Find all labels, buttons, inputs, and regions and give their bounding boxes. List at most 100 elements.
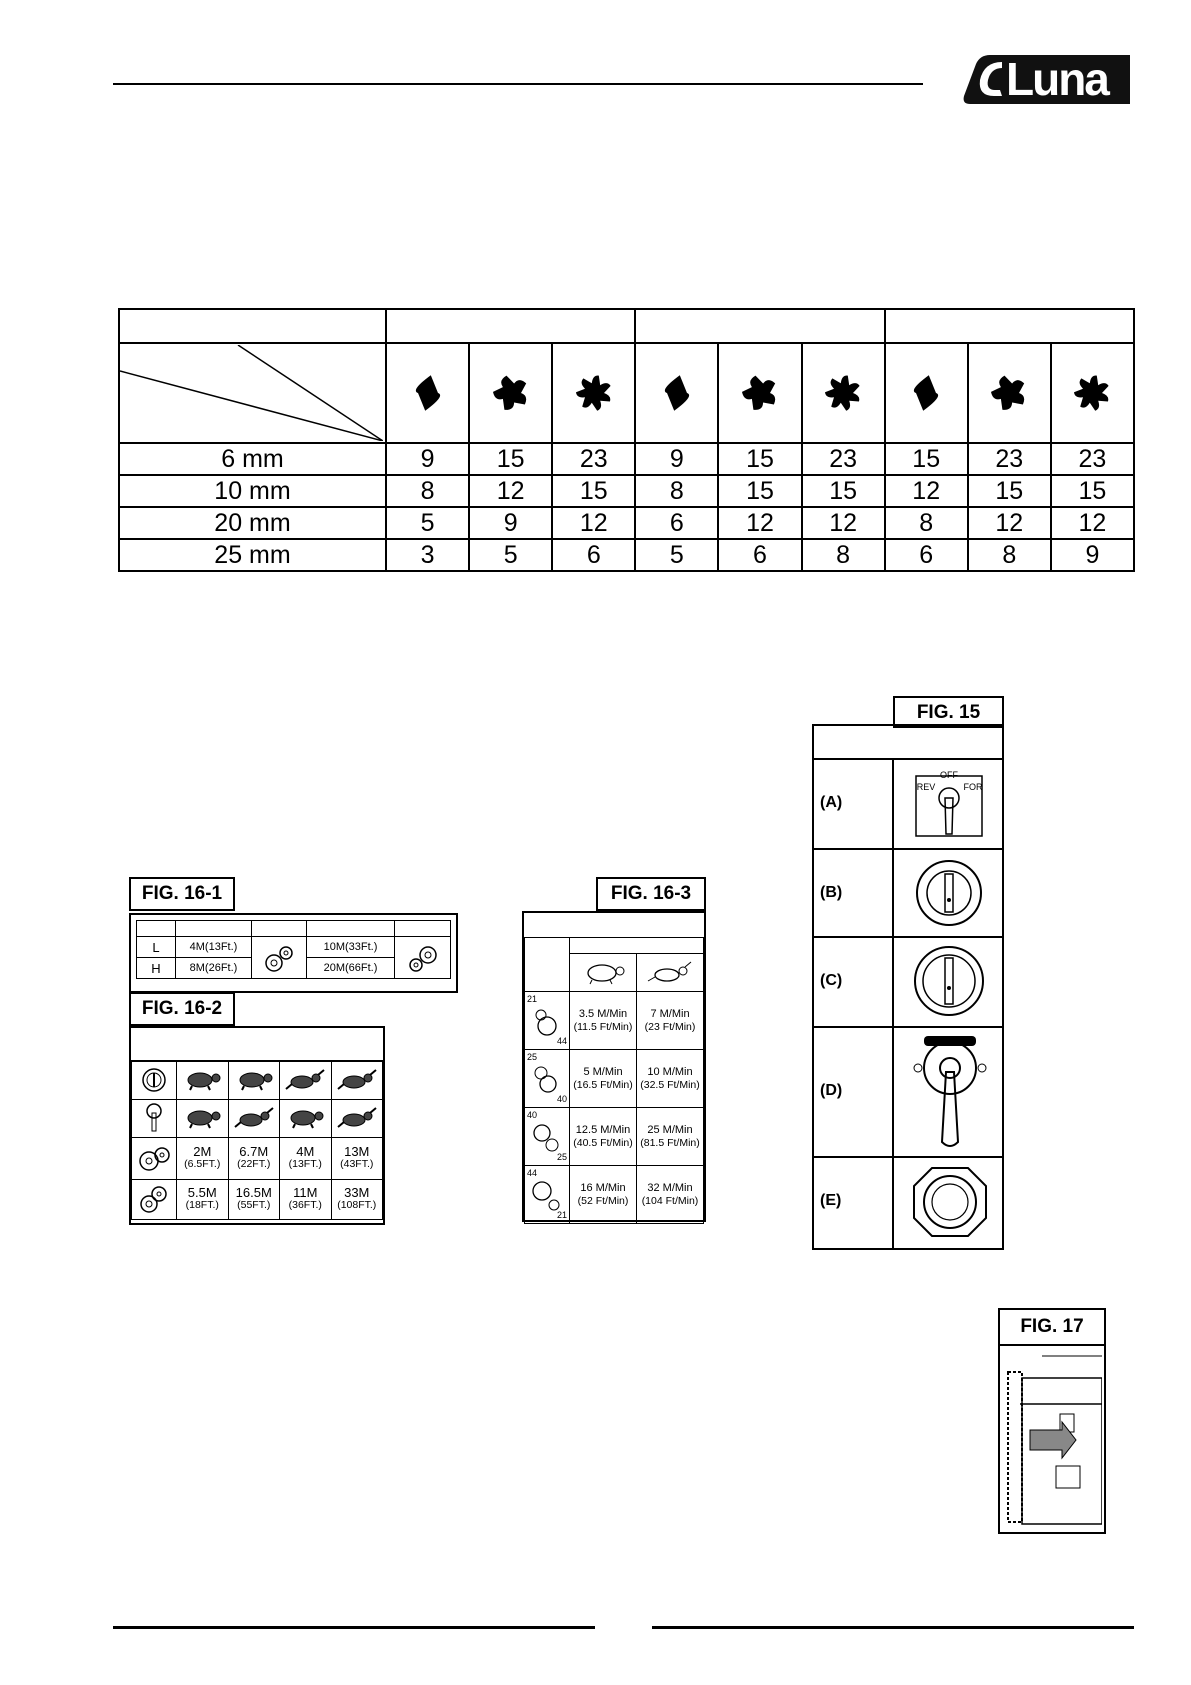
depth-label: 20 mm xyxy=(118,506,387,540)
speed-feet: (13FT.) xyxy=(288,1158,322,1170)
fig15-row: (D) xyxy=(814,1028,1002,1158)
table-cell: 8 xyxy=(883,506,969,540)
gear-pair-icon xyxy=(394,936,451,979)
fast-speed-cell: 10 M/Min(32.5 Ft/Min) xyxy=(636,1049,704,1108)
fig16-1-head-5 xyxy=(394,920,451,937)
fig16-3-label: FIG. 16-3 xyxy=(596,877,706,911)
single-flute-cutter-icon xyxy=(384,342,471,444)
table-cell: 5 xyxy=(384,506,471,540)
speed-feet: (81.5 Ft/Min) xyxy=(640,1136,700,1149)
speed-value: 13M xyxy=(344,1144,370,1159)
table-cell: 12 xyxy=(468,474,554,508)
speed-feet: (32.5 Ft/Min) xyxy=(640,1078,700,1091)
table-cell: 9 xyxy=(468,506,554,540)
table-cell: 23 xyxy=(551,442,637,476)
turtle-icon xyxy=(227,1060,280,1100)
speed-column-header xyxy=(569,937,704,954)
item-label: (B) xyxy=(820,884,843,901)
fast-speed-cell: 7 M/Min(23 Ft/Min) xyxy=(636,991,704,1050)
table-cell: 15 xyxy=(551,474,637,508)
depth-label: 6 mm xyxy=(118,442,387,476)
speed-feet: (11.5 Ft/Min) xyxy=(573,1020,633,1033)
four-flute-cutter-icon xyxy=(717,342,803,444)
speed-value: 2M xyxy=(193,1144,212,1159)
fig16-1-value: 8M(26Ft.) xyxy=(175,957,252,979)
table-cell: 3 xyxy=(384,538,471,572)
lever-icon xyxy=(131,1098,177,1138)
fig16-2-table: 2M(6.5FT.) 6.7M(22FT.) 4M(13FT.) 13M(43F… xyxy=(131,1060,383,1220)
gear-teeth: 44 xyxy=(556,1036,567,1046)
fig16-1-head-3 xyxy=(251,920,307,937)
footer-rule-left xyxy=(113,1626,595,1629)
fig16-1-value: 4M(13Ft.) xyxy=(175,936,252,958)
table-cell: 15 xyxy=(468,442,554,476)
table-cell: 12 xyxy=(1049,506,1136,540)
for-label: FOR xyxy=(964,782,983,792)
diagonal-header-cell xyxy=(118,342,387,444)
fig16-1-head-1 xyxy=(136,920,176,937)
turtle-icon xyxy=(176,1060,229,1100)
table-cell: 12 xyxy=(551,506,637,540)
speed-value: 5 M/Min xyxy=(583,1065,623,1078)
fig16-2-cell: 4M(13FT.) xyxy=(279,1136,332,1180)
fig15-divider xyxy=(892,758,894,1248)
rabbit-icon xyxy=(330,1060,383,1100)
item-label: (A) xyxy=(820,794,843,811)
item-label: (C) xyxy=(820,972,843,989)
speed-feet: (55FT.) xyxy=(237,1199,271,1211)
slow-speed-cell: 5 M/Min(16.5 Ft/Min) xyxy=(569,1049,637,1108)
fig16-2-label: FIG. 16-2 xyxy=(129,992,235,1026)
rabbit-icon xyxy=(279,1060,332,1100)
fig16-2-cell: 6.7M(22FT.) xyxy=(227,1136,280,1180)
gear-teeth: 25 xyxy=(556,1152,567,1162)
table-cell: 15 xyxy=(966,474,1052,508)
single-flute-cutter-icon xyxy=(883,342,969,444)
table-cell: 15 xyxy=(1049,474,1136,508)
speed-value: 16 M/Min xyxy=(580,1181,626,1194)
four-flute-cutter-icon xyxy=(468,342,554,444)
table-cell: 9 xyxy=(1049,538,1136,572)
off-label: OFF xyxy=(940,770,958,780)
speed-feet: (52 Ft/Min) xyxy=(577,1194,629,1207)
gear-teeth: 44 xyxy=(527,1168,538,1178)
rabbit-icon xyxy=(636,953,704,992)
speed-value: 3.5 M/Min xyxy=(578,1007,628,1020)
rabbit-icon xyxy=(330,1098,383,1138)
speed-value: 16.5M xyxy=(235,1185,272,1200)
column-group-2 xyxy=(634,308,886,344)
speed-feet: (104 Ft/Min) xyxy=(641,1194,699,1207)
switch-knob-icon xyxy=(131,1060,177,1100)
fig15-label: FIG. 15 xyxy=(893,696,1004,728)
speed-feet: (43FT.) xyxy=(340,1158,374,1170)
fig16-1-frame: L 4M(13Ft.) 10M(33Ft.) H 8M(26Ft.) 20M(6… xyxy=(129,913,458,993)
table-cell: 12 xyxy=(800,506,886,540)
turtle-icon xyxy=(569,953,637,992)
table-cell: 8 xyxy=(634,474,720,508)
item-label: (E) xyxy=(820,1192,842,1209)
fig16-1-head-4 xyxy=(306,920,395,937)
fig16-1-head-2 xyxy=(175,920,252,937)
fig15-row: (E) xyxy=(814,1158,1002,1248)
table-cell: 8 xyxy=(384,474,471,508)
gearbox-illustration xyxy=(1007,1355,1102,1525)
brand-logo: Luna xyxy=(962,52,1132,107)
speed-value: 33M xyxy=(344,1185,370,1200)
table-cell: 12 xyxy=(717,506,803,540)
header-rule xyxy=(113,83,923,85)
table-cell: 15 xyxy=(717,474,803,508)
table-cell: 15 xyxy=(800,474,886,508)
table-cell: 8 xyxy=(966,538,1052,572)
gear-teeth: 40 xyxy=(556,1094,567,1104)
table-cell: 23 xyxy=(966,442,1052,476)
speed-feet: (22FT.) xyxy=(237,1158,271,1170)
table-cell: 6 xyxy=(883,538,969,572)
fig17-frame: FIG. 17 xyxy=(998,1308,1106,1534)
speed-feet: (36FT.) xyxy=(288,1199,322,1211)
gear-pair-icon xyxy=(251,936,307,979)
